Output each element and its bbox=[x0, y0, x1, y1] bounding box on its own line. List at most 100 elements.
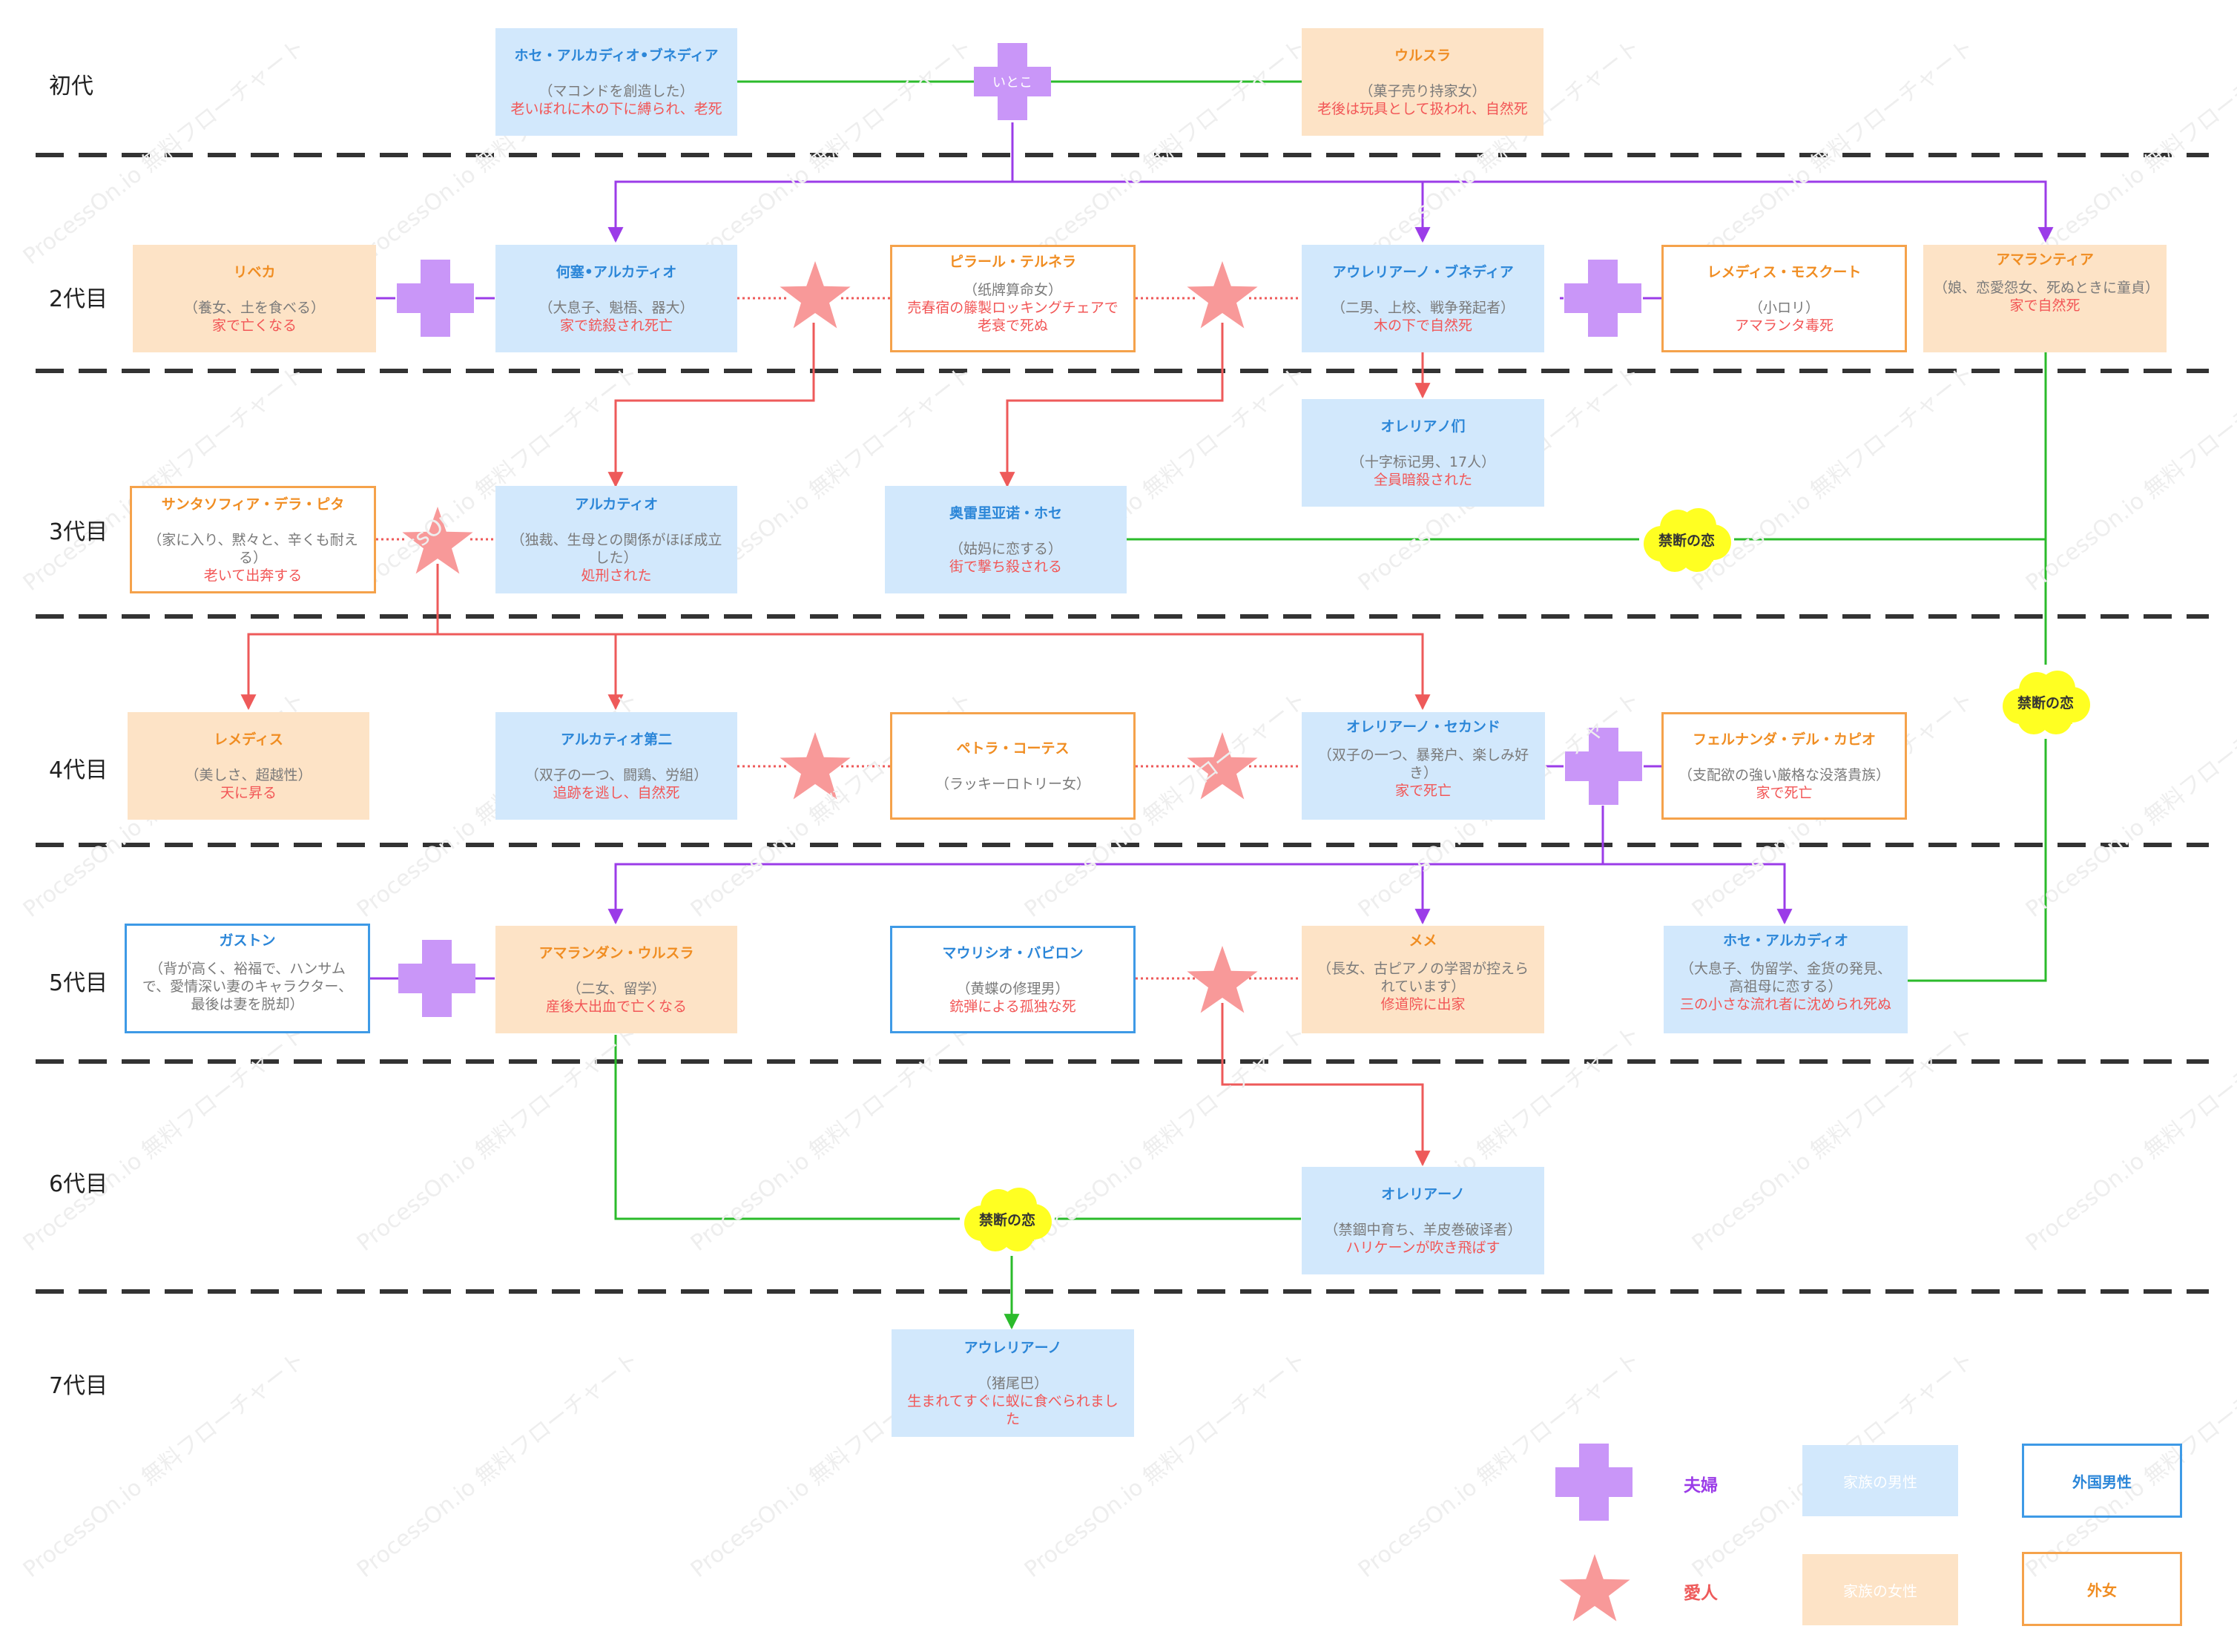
person-description: （養女、土を食べる） bbox=[183, 299, 325, 316]
person-death: 街で撃ち殺される bbox=[949, 558, 1062, 575]
generation-label-3: 3代目 bbox=[49, 519, 108, 545]
person-death: 生まれてすぐに蚁に食べられました bbox=[907, 1392, 1118, 1427]
couple-plus-icon bbox=[398, 940, 475, 1017]
person-death: 銃弾による孤独な死 bbox=[949, 998, 1076, 1015]
person-name: メメ bbox=[1409, 932, 1437, 949]
person-aureliano-jose[interactable]: 奥雷里亚诺・ホセ （姑妈に恋する） 街で撃ち殺される bbox=[885, 486, 1127, 593]
person-mauricio-babilonia[interactable]: マウリシオ・バビロン （黄蝶の修理男） 銃弾による孤独な死 bbox=[890, 926, 1136, 1033]
person-description: （娘、恋愛怨女、死ぬときに童貞） bbox=[1934, 280, 2160, 296]
couple-lines bbox=[370, 297, 1661, 980]
lover-lines bbox=[376, 297, 1301, 980]
forbidden-love-lines bbox=[614, 352, 2047, 1330]
person-meme[interactable]: メメ （長女、古ピアノの学習が控えられています） 修道院に出家 bbox=[1302, 926, 1544, 1033]
legend-foreign-male: 外国男性 bbox=[2022, 1444, 2182, 1518]
legend-foreign-female: 外女 bbox=[2022, 1552, 2182, 1626]
person-remedios-moscote[interactable]: レメディス・モスクート （小ロリ） アマランタ毒死 bbox=[1661, 245, 1907, 352]
person-name: オレリアーノ・セカンド bbox=[1346, 719, 1500, 735]
person-death: 家で亡くなる bbox=[211, 317, 297, 334]
person-description: （猪尾巴） bbox=[977, 1375, 1048, 1392]
person-aureliano-babilonia[interactable]: オレリアーノ （禁錮中育ち、羊皮巻破译者） ハリケーンが吹き飛ばす bbox=[1302, 1167, 1544, 1274]
person-aureliano-segundo[interactable]: オレリアーノ・セカンド （双子の一つ、暴発户、楽しみ好き） 家で死亡 bbox=[1302, 712, 1545, 820]
person-name: レメディス bbox=[214, 731, 283, 748]
cloud-icon bbox=[964, 1188, 1052, 1251]
person-name: オレリアノ们 bbox=[1380, 418, 1466, 435]
person-description: （美しさ、超越性） bbox=[185, 766, 312, 783]
person-description: （大息子、魁梧、器大） bbox=[538, 299, 694, 316]
couple-plus-icon bbox=[1564, 260, 1641, 337]
generation-label-6: 6代目 bbox=[49, 1171, 108, 1197]
person-fernanda-del-carpio[interactable]: フェルナンダ・デル・カピオ （支配欲の強い厳格な没落貴族） 家で死亡 bbox=[1661, 712, 1907, 820]
couple-plus-icon bbox=[1565, 728, 1642, 805]
person-description: （姑妈に恋する） bbox=[949, 540, 1062, 557]
person-name: ピラール・テルネラ bbox=[949, 254, 1076, 270]
person-death: 売春宿の籐製ロッキングチェアで老衰で死ぬ bbox=[907, 300, 1118, 334]
person-name: 奥雷里亚诺・ホセ bbox=[949, 504, 1062, 521]
person-description: （マコンドを創造した） bbox=[538, 82, 694, 99]
person-ursula[interactable]: ウルスラ （菓子売り持家女） 老後は玩具として扱われ、自然死 bbox=[1302, 28, 1544, 136]
person-description: （二女、留学） bbox=[567, 980, 666, 997]
person-description: （二男、上校、戦争発起者） bbox=[1331, 299, 1515, 316]
person-amaranta[interactable]: アマランティア （娘、恋愛怨女、死ぬときに童貞） 家で自然死 bbox=[1923, 245, 2167, 352]
person-17-aurelianos[interactable]: オレリアノ们 （十字标记男、17人） 全員暗殺された bbox=[1302, 399, 1544, 507]
lover-star-icon bbox=[1187, 261, 1258, 329]
person-name: ペトラ・コーテス bbox=[956, 740, 1070, 757]
person-description: （独裁、生母との関係がほぼ成立した） bbox=[510, 531, 722, 566]
cloud-icon bbox=[2003, 671, 2090, 734]
forbidden-love-label: 禁断の恋 bbox=[2017, 694, 2074, 711]
person-description: （長女、古ピアノの学習が控えられています） bbox=[1317, 961, 1529, 995]
person-description: （支配欲の強い厳格な没落貴族） bbox=[1678, 766, 1890, 783]
person-name: マウリシオ・バビロン bbox=[942, 944, 1084, 961]
person-death: アマランタ毒死 bbox=[1734, 317, 1834, 334]
person-name: アルカティオ bbox=[574, 496, 659, 513]
lover-star-icon bbox=[780, 261, 851, 329]
person-death: 全員暗殺された bbox=[1373, 471, 1472, 488]
person-description: （双子の一つ、暴発户、楽しみ好き） bbox=[1317, 747, 1529, 781]
person-name: ウルスラ bbox=[1394, 47, 1451, 64]
person-name: サンタソフィア・デラ・ピタ bbox=[161, 496, 345, 513]
person-death: 修道院に出家 bbox=[1380, 996, 1466, 1013]
person-death: 三の小さな流れ者に沈められ死ぬ bbox=[1679, 996, 1891, 1013]
person-rebeca[interactable]: リベカ （養女、土を食べる） 家で亡くなる bbox=[133, 245, 376, 352]
person-petra-cotes[interactable]: ペトラ・コーテス （ラッキーロトリー女） bbox=[890, 712, 1136, 820]
person-arcadio-segundo[interactable]: アルカティオ第二 （双子の一つ、闘鶏、労組） 追跡を逃し、自然死 bbox=[495, 712, 737, 820]
person-jose-arcadio-2[interactable]: 何塞•アルカティオ （大息子、魁梧、器大） 家で銃殺され死亡 bbox=[495, 245, 737, 352]
generation-label-4: 4代目 bbox=[49, 757, 108, 783]
cloud-icon bbox=[1644, 508, 1731, 572]
lover-star-icon bbox=[1559, 1554, 1630, 1622]
couple-plus-icon bbox=[397, 260, 474, 337]
person-name: アマランティア bbox=[1996, 251, 2094, 268]
person-death: 家で死亡 bbox=[1394, 783, 1452, 799]
person-jose-arcadio-buendia[interactable]: ホセ・アルカディオ•ブネディア （マコンドを創造した） 老いぼれに木の下に縛られ… bbox=[495, 28, 737, 136]
person-description: （背が高く、裕福で、ハンサムで、愛情深い妻のキャラクター、最後は妻を脱却） bbox=[142, 961, 353, 1013]
person-arcadio[interactable]: アルカティオ （独裁、生母との関係がほぼ成立した） 処刑された bbox=[495, 486, 737, 593]
legend-couple-label: 夫婦 bbox=[1684, 1476, 1718, 1495]
lover-star-icon bbox=[1187, 732, 1258, 800]
person-name: ガストン bbox=[219, 932, 276, 949]
couple-plus-icon bbox=[974, 43, 1051, 120]
person-death: 木の下で自然死 bbox=[1373, 317, 1472, 334]
forbidden-love-label: 禁断の恋 bbox=[978, 1211, 1035, 1228]
person-remedios-the-beauty[interactable]: レメディス （美しさ、超越性） 天に昇る bbox=[128, 712, 369, 820]
person-description: （ラッキーロトリー女） bbox=[935, 775, 1090, 792]
lover-symbols bbox=[402, 261, 1630, 1622]
person-gaston[interactable]: ガストン （背が高く、裕福で、ハンサムで、愛情深い妻のキャラクター、最後は妻を脱… bbox=[125, 924, 370, 1033]
person-name: ホセ・アルカディオ•ブネディア bbox=[514, 47, 719, 64]
person-jose-arcadio-5[interactable]: ホセ・アルカディオ （大息子、伪留学、金货の発見、高祖母に恋する） 三の小さな流… bbox=[1664, 926, 1908, 1033]
forbidden-love-label: 禁断の恋 bbox=[1658, 532, 1715, 549]
person-name: 何塞•アルカティオ bbox=[556, 263, 677, 280]
person-death: 老後は玩具として扱われ、自然死 bbox=[1317, 100, 1528, 117]
person-aureliano-last[interactable]: アウレリアーノ （猪尾巴） 生まれてすぐに蚁に食べられました bbox=[892, 1329, 1134, 1437]
generation-label-7: 7代目 bbox=[49, 1373, 108, 1399]
lover-star-icon bbox=[402, 507, 473, 574]
cousin-label: いとこ bbox=[992, 75, 1032, 91]
generation-label-2: 2代目 bbox=[49, 286, 108, 312]
person-description: （禁錮中育ち、羊皮巻破译者） bbox=[1324, 1221, 1522, 1238]
person-aureliano-buendia[interactable]: アウレリアーノ・ブネディア （二男、上校、戦争発起者） 木の下で自然死 bbox=[1302, 245, 1544, 352]
couple-symbols bbox=[397, 43, 1642, 1521]
person-pilar-ternera[interactable]: ピラール・テルネラ （纸牌算命女） 売春宿の籐製ロッキングチェアで老衰で死ぬ bbox=[890, 245, 1136, 352]
child-arrows-red bbox=[240, 323, 1431, 1167]
person-santa-sofia[interactable]: サンタソフィア・デラ・ピタ （家に入り、黙々と、辛くも耐える） 老いて出奔する bbox=[130, 486, 376, 593]
person-amaranta-ursula[interactable]: アマランダン・ウルスラ （二女、留学） 産後大出血で亡くなる bbox=[495, 926, 737, 1033]
